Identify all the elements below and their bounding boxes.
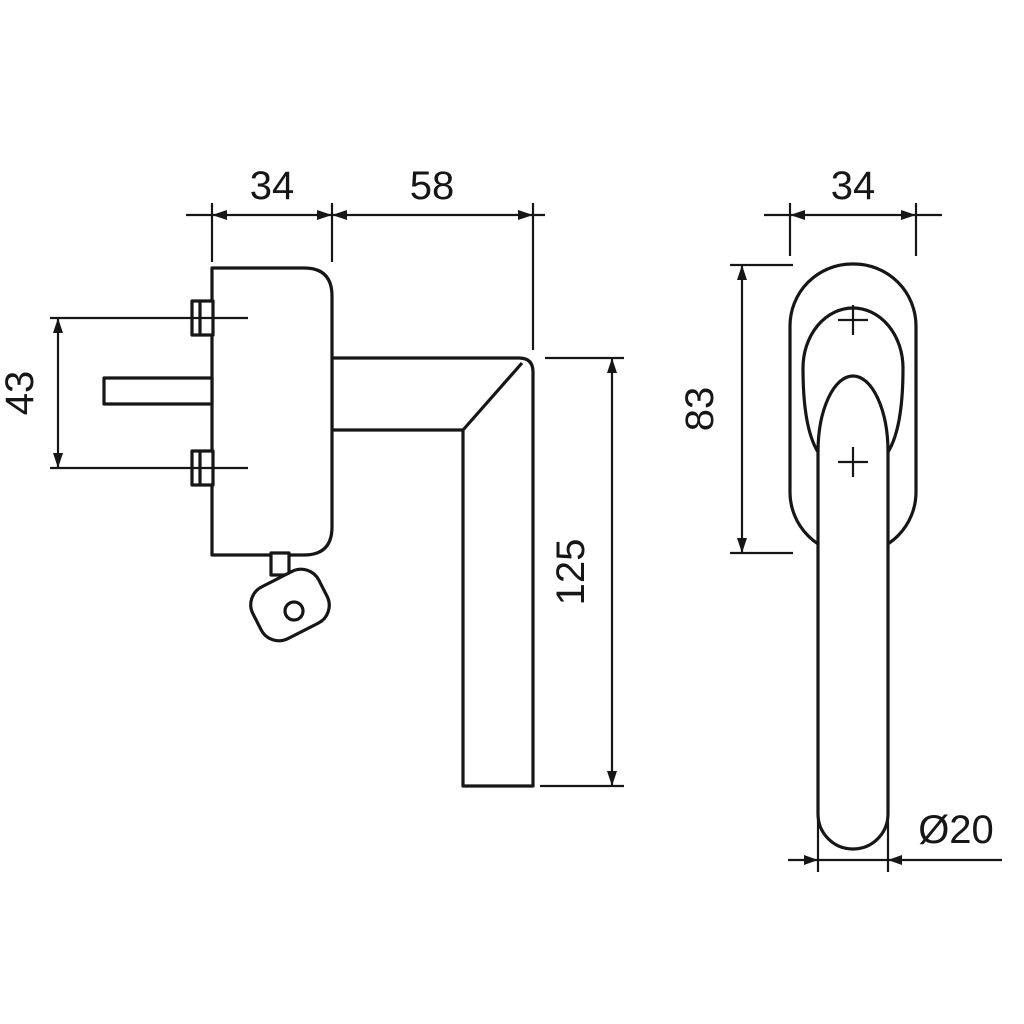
key-hole (283, 600, 305, 622)
spindle (102, 376, 214, 406)
handle-lever-side (330, 356, 535, 788)
dim-label-handle-reach: 58 (410, 164, 455, 208)
arrowhead (53, 453, 63, 468)
rosette-body-side (210, 266, 334, 557)
dim-label-handle-length: 125 (549, 539, 593, 606)
arrowhead (317, 210, 332, 220)
arrowhead (737, 265, 747, 280)
arrowhead (212, 210, 227, 220)
handle-bend-miter-line (461, 361, 524, 432)
dim-label-screw-spacing: 43 (0, 371, 42, 416)
arrowhead (790, 210, 805, 220)
dim-label-rosette-width: 34 (831, 164, 876, 208)
arrowhead (607, 771, 617, 786)
dim-label-rosette-height: 83 (678, 387, 722, 432)
arrowhead (607, 358, 617, 373)
dim-label-body-width: 34 (250, 164, 295, 208)
handle-neck-bend-line (816, 374, 890, 453)
arrowhead (737, 538, 747, 553)
arrowhead (53, 318, 63, 333)
key-neck (269, 551, 291, 577)
arrowhead (888, 855, 902, 865)
arrowhead (804, 855, 818, 865)
dim-label-grip-diameter: Ø20 (918, 808, 994, 852)
arrowhead (901, 210, 916, 220)
arrowhead (518, 210, 533, 220)
handle-front (801, 306, 905, 851)
arrowhead (332, 210, 347, 220)
